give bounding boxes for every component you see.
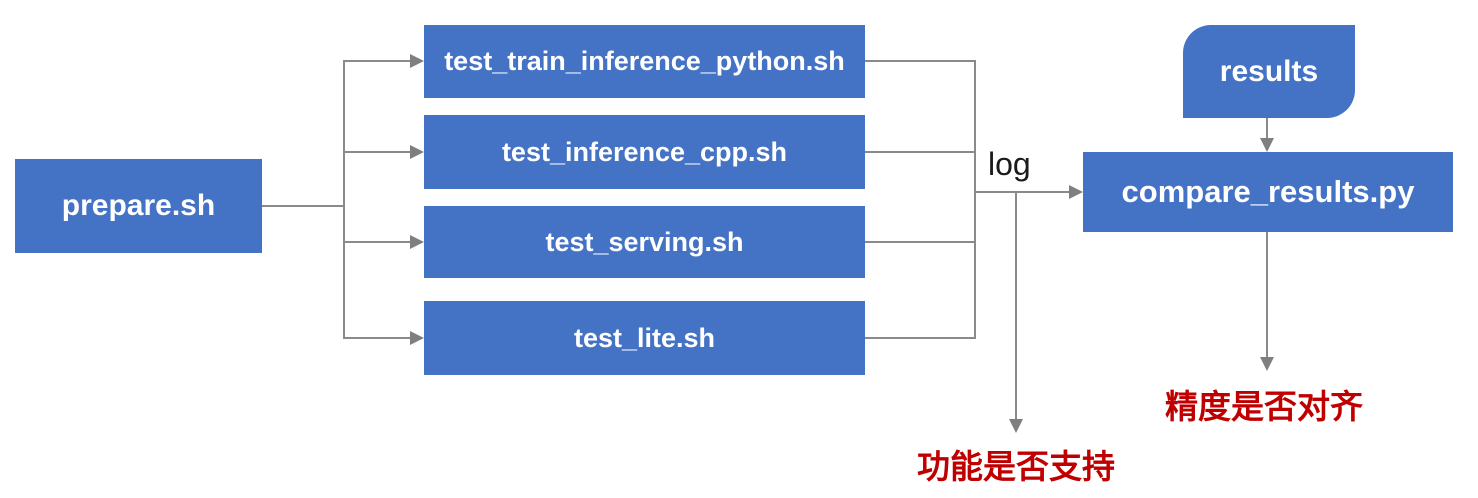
node-test-lite: test_lite.sh [424,301,865,375]
node-results-label: results [1219,54,1319,88]
connector-prepare-out [262,205,344,207]
node-test-serving-label: test_serving.sh [545,226,744,257]
connector-merge-2 [865,151,976,153]
node-compare-results-py: compare_results.py [1083,152,1453,232]
connector-log-down [1015,191,1017,420]
node-compare-results-py-label: compare_results.py [1121,174,1415,209]
connector-merge-3 [865,241,976,243]
connector-left-bus [343,60,345,339]
node-test-lite-label: test_lite.sh [573,322,716,353]
connector-right-bus [974,60,976,339]
arrow-head-results-to-compare [1260,138,1274,152]
connector-log-to-compare [974,191,1070,193]
connector-merge-4 [865,337,976,339]
annotation-accuracy-aligned: 精度是否对齐 [1165,388,1363,425]
arrow-head-accuracy-aligned [1260,357,1274,371]
arrow-head-branch-4 [410,331,424,345]
node-test-train-inference-python: test_train_inference_python.sh [424,25,865,98]
node-test-inference-cpp: test_inference_cpp.sh [424,115,865,189]
arrow-head-branch-2 [410,145,424,159]
connector-compare-down [1266,232,1268,358]
connector-merge-1 [865,60,976,62]
node-results: results [1183,25,1355,118]
arrow-head-feature-support [1009,419,1023,433]
node-prepare-sh: prepare.sh [15,159,262,253]
arrow-head-branch-3 [410,235,424,249]
edge-label-log: log [988,146,1031,182]
connector-branch-1 [343,60,412,62]
node-test-inference-cpp-label: test_inference_cpp.sh [501,136,788,167]
annotation-feature-support: 功能是否支持 [917,448,1115,485]
node-test-train-inference-python-label: test_train_inference_python.sh [444,46,845,76]
connector-branch-3 [343,241,412,243]
arrow-head-branch-1 [410,54,424,68]
node-prepare-sh-label: prepare.sh [61,189,216,222]
node-test-serving: test_serving.sh [424,206,865,278]
connector-branch-2 [343,151,412,153]
arrow-head-log-to-compare [1069,185,1083,199]
connector-branch-4 [343,337,412,339]
connector-results-to-compare [1266,118,1268,140]
